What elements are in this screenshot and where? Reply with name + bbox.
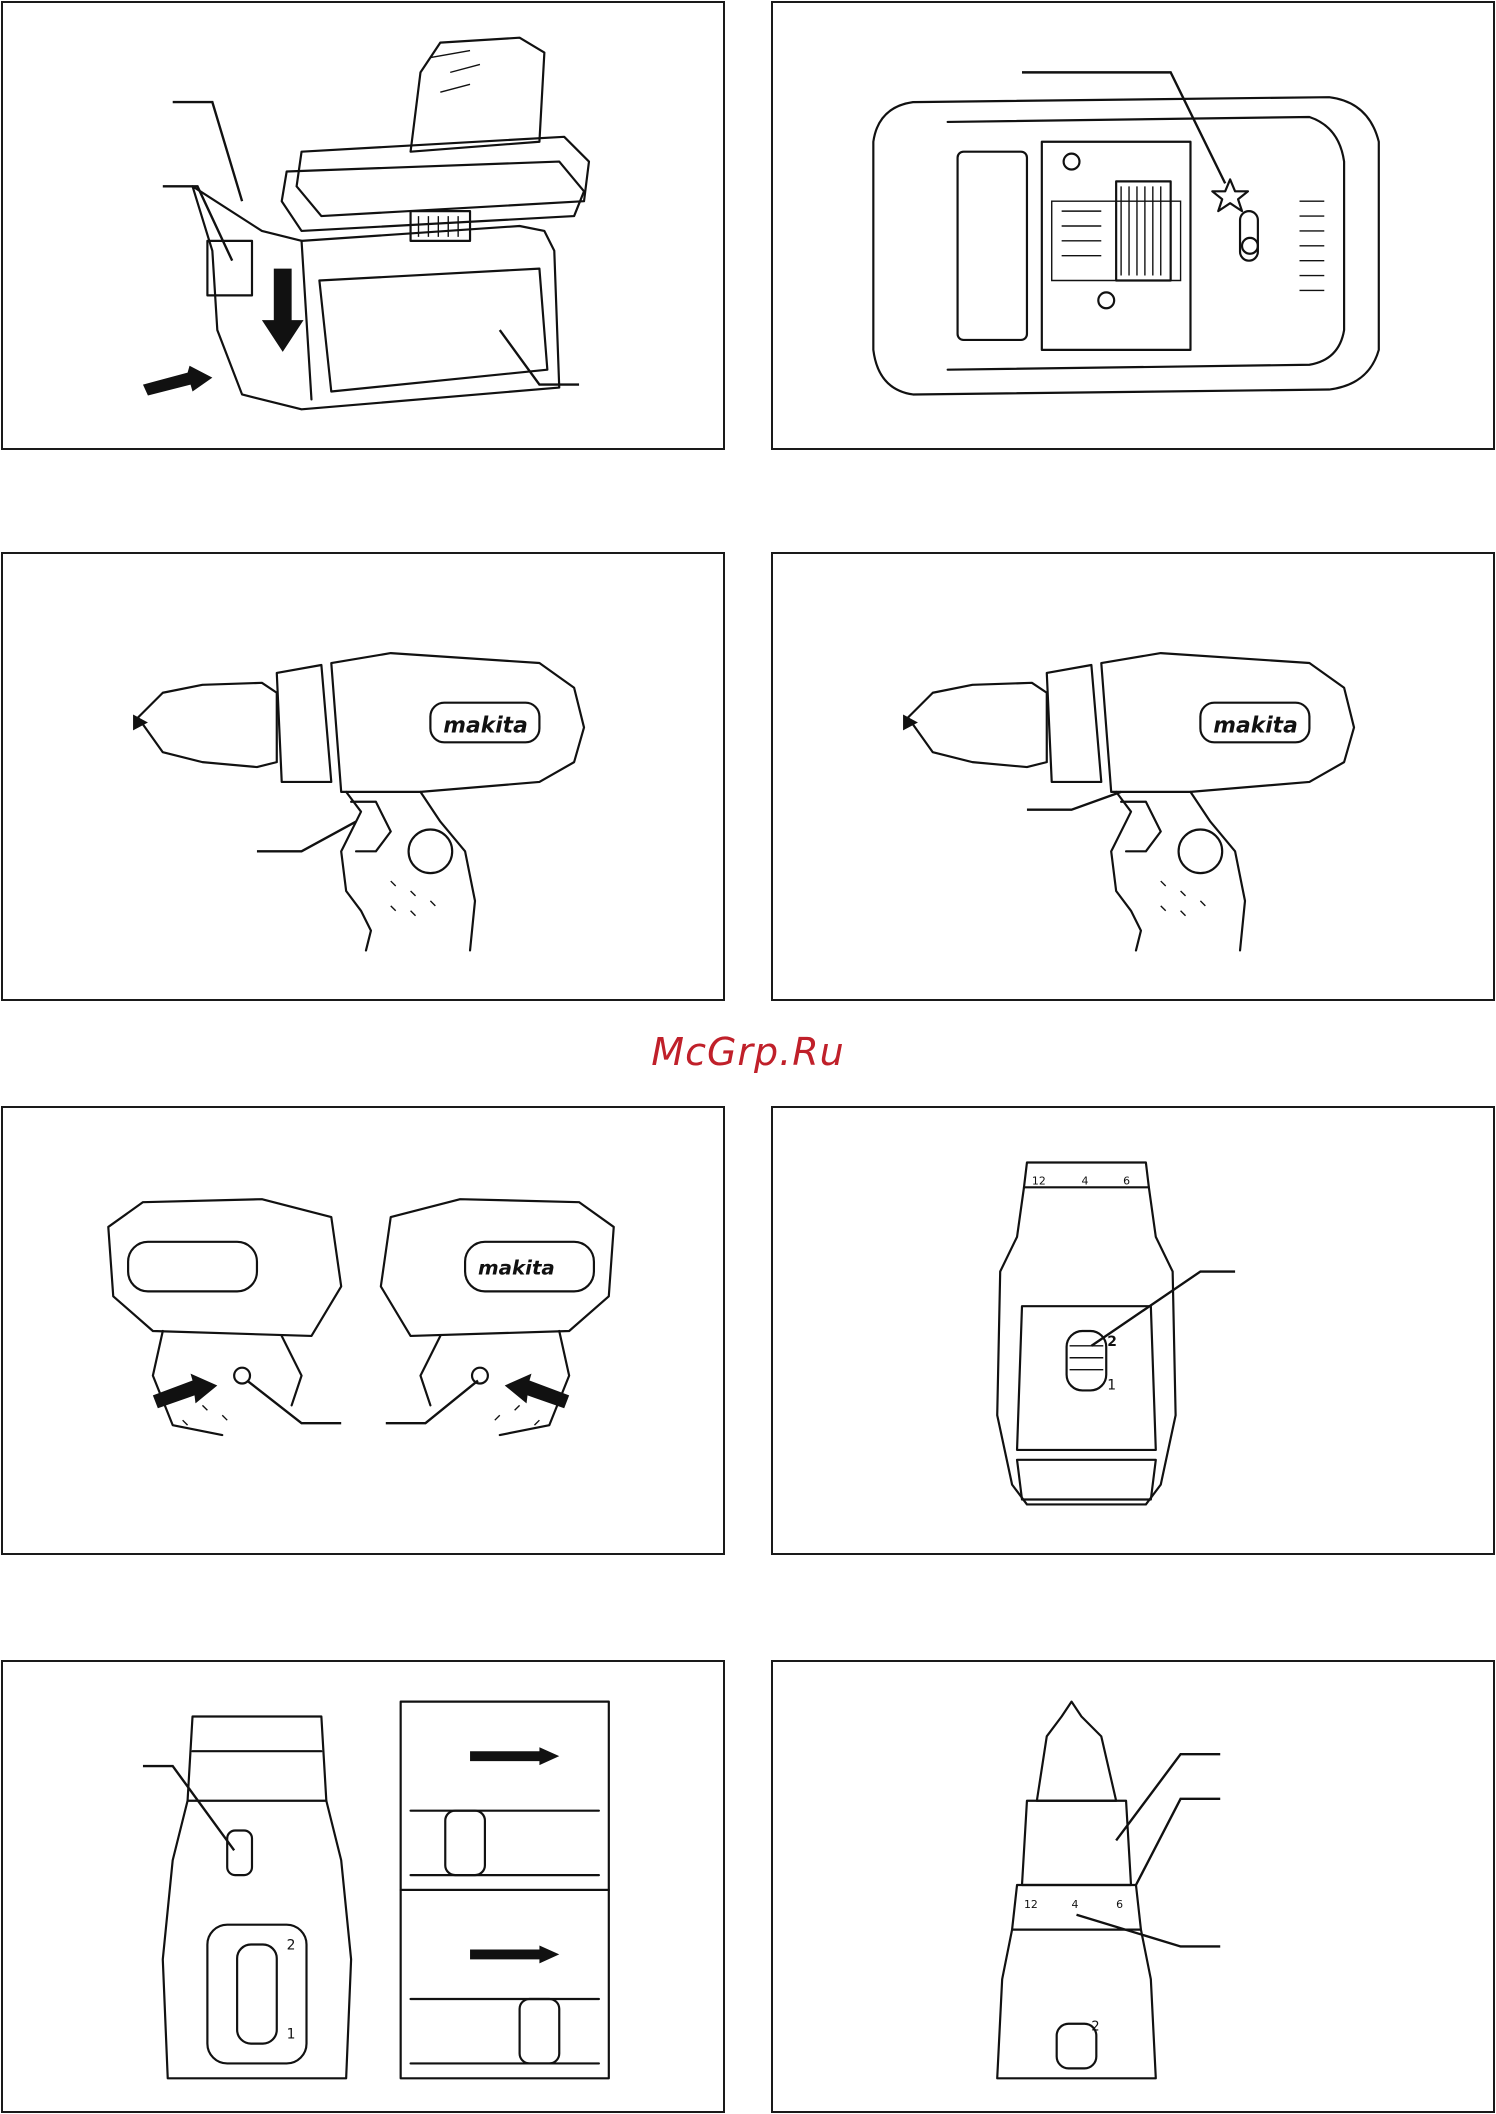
watermark: McGrp.Ru	[0, 1030, 1496, 1074]
figure-battery-terminals	[771, 1, 1495, 450]
battery-cartridge-drawing	[3, 3, 723, 448]
dial-4: 4	[1072, 1898, 1079, 1911]
drill-side-view-drawing: makita	[3, 554, 723, 999]
drill-side-view-drawing: makita	[773, 554, 1493, 999]
figure-lamp: makita	[771, 552, 1495, 1001]
brand-logo: makita	[443, 713, 528, 738]
drill-top-view-drawing: 12 4 6 2 1	[773, 1108, 1493, 1553]
figure-torque-ring: 12 4 6 2	[771, 1660, 1495, 2113]
dial-6: 6	[1116, 1898, 1123, 1911]
figure-action-mode: 2 1	[1, 1660, 725, 2113]
speed-2: 2	[1091, 2020, 1099, 2035]
battery-terminal-drawing	[773, 3, 1493, 448]
figure-reversing-switch: makita	[1, 1106, 725, 1555]
drill-top-view-drawing: 2 1	[3, 1662, 723, 2111]
speed-2: 2	[1107, 1334, 1117, 1350]
drill-rear-views-drawing: makita	[3, 1108, 723, 1553]
dial-6: 6	[1123, 1174, 1130, 1187]
dial-12: 12	[1032, 1174, 1046, 1187]
speed-1: 1	[287, 2027, 296, 2043]
speed-2: 2	[287, 1937, 296, 1953]
figure-switch-trigger: makita	[1, 552, 725, 1001]
brand-logo: makita	[478, 1257, 555, 1280]
brand-logo: makita	[1213, 713, 1298, 738]
dial-4: 4	[1081, 1174, 1088, 1187]
speed-1: 1	[1107, 1377, 1116, 1393]
drill-chuck-top-drawing: 12 4 6 2	[773, 1662, 1493, 2111]
dial-12: 12	[1024, 1898, 1038, 1911]
figure-speed-change: 12 4 6 2 1	[771, 1106, 1495, 1555]
figure-battery-insert	[1, 1, 725, 450]
